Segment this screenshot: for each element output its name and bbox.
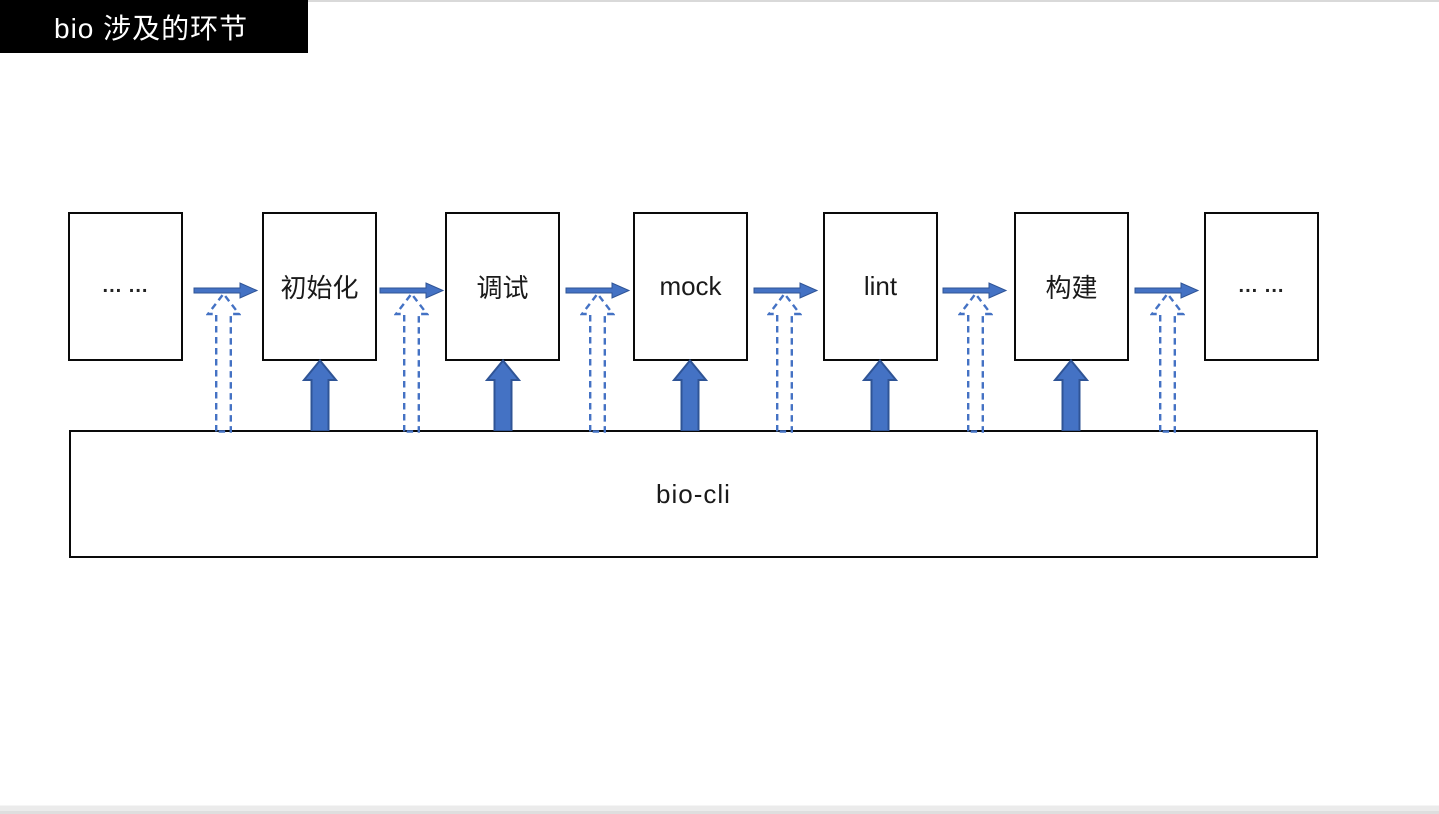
stage-label: mock (659, 271, 722, 301)
solid-up-arrow-icon (862, 359, 898, 431)
stage-box-etc-right: ... ... (1204, 212, 1319, 361)
flow-right-arrow-icon (942, 282, 1008, 299)
stage-box-mock: mock (633, 212, 748, 361)
flow-right-arrow-icon (565, 282, 631, 299)
stage-box-debug: 调试 (445, 212, 560, 361)
stage-label: 调试 (476, 273, 529, 303)
stage-box-lint: lint (823, 212, 938, 361)
dashed-up-arrow-icon (394, 292, 429, 433)
dashed-up-arrow-icon (580, 292, 615, 433)
dashed-up-arrow-icon (958, 292, 993, 433)
dashed-up-arrow-icon (206, 292, 241, 433)
dashed-up-arrow-icon (767, 292, 802, 433)
stage-label: 构建 (1045, 273, 1098, 303)
stage-label: 初始化 (280, 273, 359, 303)
stage-label: lint (863, 271, 898, 301)
solid-up-arrow-icon (302, 359, 338, 431)
cli-base-label: bio-cli (656, 478, 731, 509)
window-bottom-bar (0, 805, 1439, 814)
top-divider (0, 0, 1439, 2)
dashed-up-arrow-icon (1150, 292, 1185, 433)
stage-box-etc-left: ... ... (68, 212, 183, 361)
stage-label: ... ... (102, 275, 149, 297)
flow-right-arrow-icon (753, 282, 819, 299)
solid-up-arrow-icon (1053, 359, 1089, 431)
page-title: bio 涉及的环节 (54, 12, 249, 44)
flow-right-arrow-icon (379, 282, 445, 299)
page-title-bar: bio 涉及的环节 (0, 0, 308, 53)
solid-up-arrow-icon (485, 359, 521, 431)
flow-right-arrow-icon (193, 282, 259, 299)
flow-right-arrow-icon (1134, 282, 1200, 299)
solid-up-arrow-icon (672, 359, 708, 431)
stage-box-init: 初始化 (262, 212, 377, 361)
stage-box-build: 构建 (1014, 212, 1129, 361)
stage-label: ... ... (1238, 275, 1285, 297)
cli-base-box: bio-cli (69, 430, 1318, 558)
